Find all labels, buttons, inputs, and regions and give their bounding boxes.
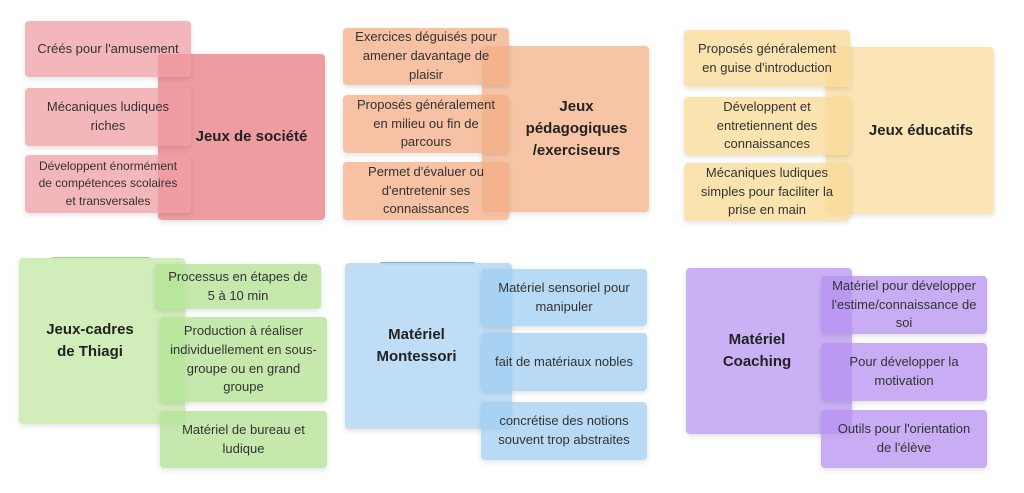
card-title: Jeux-cadres de Thiagi [46, 321, 134, 360]
note-card[interactable]: Créés pour l'amusement [25, 21, 191, 77]
note-text: Processus en étapes de 5 à 10 min [168, 268, 308, 303]
note-text: Pour développer la motivation [849, 354, 959, 388]
note-text: Développent énormément de compétences sc… [38, 158, 178, 208]
note-text: fait de matériaux nobles [494, 353, 634, 369]
note-text: Mécaniques ludiques simples pour facilit… [700, 164, 834, 218]
note-text: Production à réaliser individuellement e… [170, 322, 317, 395]
note-card[interactable]: Production à réaliser individuellement e… [160, 317, 327, 402]
note-card[interactable]: concrétise des notions souvent trop abst… [481, 402, 647, 460]
card-jeux-pedagogiques[interactable]: Jeux pédagogiques /exerciseurs [482, 46, 649, 212]
note-text: Exercices déguisés pour amener davantage… [355, 29, 497, 82]
note-card[interactable]: Pour développer la motivation [821, 343, 987, 401]
note-card[interactable]: Exercices déguisés pour amener davantage… [343, 28, 509, 85]
note-card[interactable]: Processus en étapes de 5 à 10 min [155, 264, 321, 309]
note-text: Proposés généralement en guise d'introdu… [697, 40, 837, 75]
note-card[interactable]: Matériel sensoriel pour manipuler [481, 269, 647, 326]
note-card[interactable]: Proposés généralement en guise d'introdu… [684, 30, 850, 87]
note-card[interactable]: Mécaniques ludiques simples pour facilit… [684, 163, 850, 221]
card-jeux-cadres-thiagi[interactable]: Jeux-cadres de Thiagi [19, 258, 185, 424]
note-card[interactable]: Matériel pour développer l'estime/connai… [821, 276, 987, 334]
card-title: Matériel Coaching [722, 331, 792, 370]
card-title: Matériel Montessori [376, 326, 457, 365]
note-text: Matériel pour développer l'estime/connai… [831, 277, 977, 331]
note-text: concrétise des notions souvent trop abst… [498, 413, 630, 447]
note-card[interactable]: Développent énormément de compétences sc… [25, 155, 191, 213]
card-title: Jeux éducatifs [868, 121, 974, 139]
note-text: Matériel sensoriel pour manipuler [498, 279, 630, 314]
note-card[interactable]: Matériel de bureau et ludique [160, 411, 327, 468]
note-card[interactable]: Mécaniques ludiques riches [25, 88, 191, 146]
card-title: Jeux pédagogiques /exerciseurs [525, 98, 628, 159]
note-card[interactable]: Outils pour l'orientation de l'élève [821, 410, 987, 468]
note-text: Matériel de bureau et ludique [182, 421, 305, 456]
note-card[interactable]: fait de matériaux nobles [481, 333, 647, 391]
card-jeux-educatifs[interactable]: Jeux éducatifs [826, 47, 994, 214]
note-card[interactable]: Proposés généralement en milieu ou fin d… [343, 95, 509, 153]
card-title: Jeux de société [195, 128, 308, 146]
note-text: Outils pour l'orientation de l'élève [837, 421, 971, 455]
note-card[interactable]: Permet d'évaluer ou d'entretenir ses con… [343, 162, 509, 220]
note-text: Proposés généralement en milieu ou fin d… [356, 96, 496, 150]
note-text: Permet d'évaluer ou d'entretenir ses con… [368, 163, 484, 217]
note-card[interactable]: Développent et entretiennent des connais… [684, 97, 850, 155]
note-text: Développent et entretiennent des connais… [716, 98, 818, 152]
note-text: Créés pour l'amusement [37, 40, 179, 56]
note-text: Mécaniques ludiques riches [46, 99, 170, 133]
